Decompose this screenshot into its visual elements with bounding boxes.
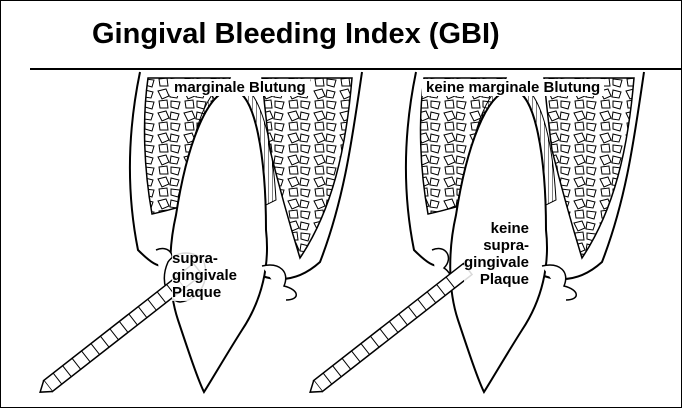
left-tooth-diagram <box>36 72 362 398</box>
alveolar-bone-right-b <box>544 78 634 258</box>
plaque-line: gingivale <box>464 254 529 271</box>
plaque-line: keine <box>464 220 529 237</box>
alveolar-bone-left-b <box>262 78 352 258</box>
gingiva-right-right <box>542 265 576 300</box>
probe-right <box>306 264 472 398</box>
right-top-label: keine marginale Blutung <box>422 79 604 96</box>
plaque-line: supra- <box>172 250 237 267</box>
plaque-line: Plaque <box>464 271 529 288</box>
plaque-line: supra- <box>464 237 529 254</box>
left-plaque-label: supra- gingivale Plaque <box>172 250 237 301</box>
plaque-line: Plaque <box>172 284 237 301</box>
left-top-label: marginale Blutung <box>170 79 310 96</box>
plaque-line: gingivale <box>172 267 237 284</box>
gingiva-right-left <box>262 265 296 300</box>
right-plaque-label: keine supra- gingivale Plaque <box>464 220 529 288</box>
